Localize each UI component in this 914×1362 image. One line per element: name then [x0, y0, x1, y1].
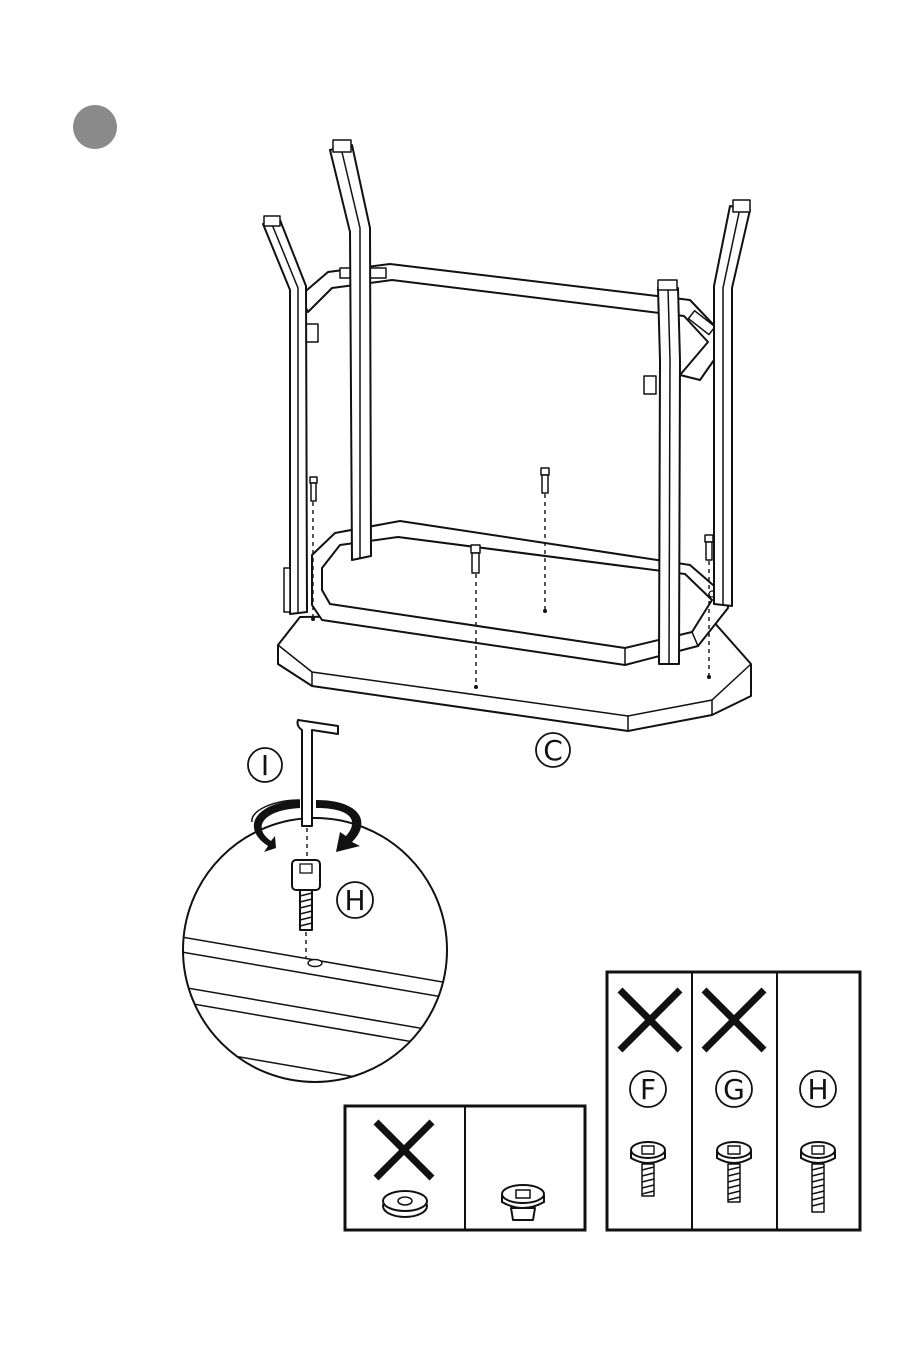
leg-back-right [714, 200, 750, 606]
label-h-detail: H [337, 882, 373, 918]
step-badge [73, 105, 117, 149]
label-c: C [536, 733, 570, 767]
leg-front-right [658, 280, 680, 664]
tabletop-label: C [543, 734, 563, 767]
screw-g-label: G [723, 1073, 745, 1106]
washer-icon [383, 1191, 427, 1217]
screw-h-label: H [807, 1073, 828, 1106]
leg-front-left [263, 216, 307, 614]
allen-key-label: I [261, 749, 269, 782]
bolt-label: H [344, 884, 365, 917]
screw-panel: F G H [607, 972, 860, 1230]
screw-f-label: F [640, 1073, 656, 1106]
leg-back-left [330, 140, 371, 560]
label-i: I [248, 748, 282, 782]
washer-panel [345, 1106, 585, 1230]
